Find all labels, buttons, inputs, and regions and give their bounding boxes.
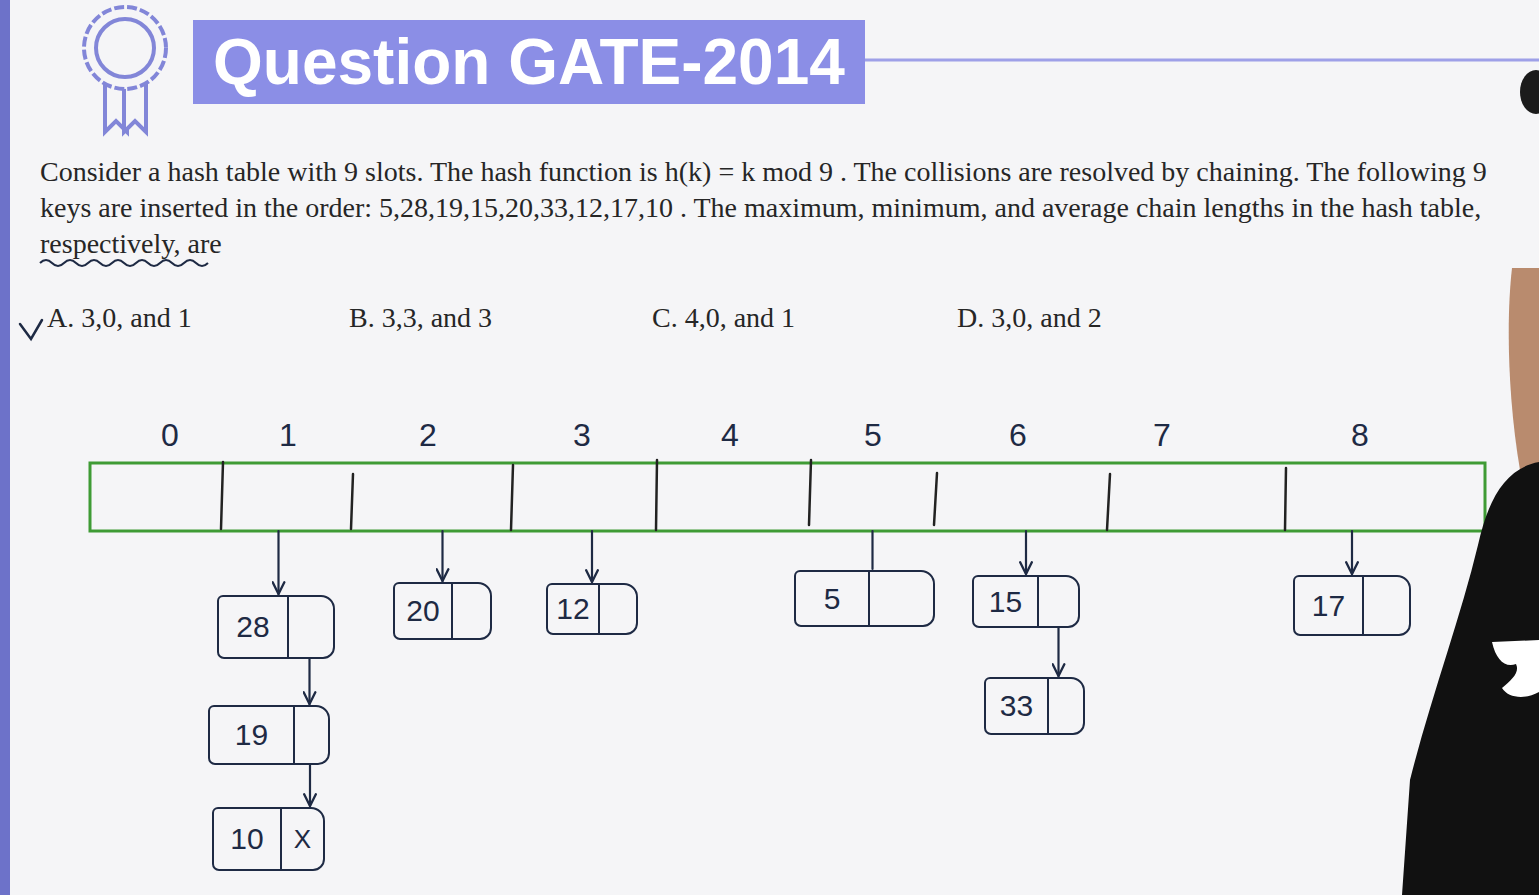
answer-option: B. 3,3, and 3	[349, 302, 492, 333]
hash-slot: 2	[352, 463, 512, 531]
pointer-field	[295, 707, 328, 763]
hash-slot: 5	[810, 463, 935, 531]
hash-slot: 6	[935, 463, 1108, 531]
key-value: 5	[824, 582, 841, 616]
hash-table-frame	[90, 463, 1485, 531]
chain-pointer	[1351, 531, 1353, 574]
key-value: 20	[406, 594, 439, 628]
pointer-field	[1039, 577, 1078, 626]
slot-index: 5	[864, 417, 882, 453]
tick-mark	[20, 320, 42, 339]
key-value: 15	[989, 585, 1022, 619]
key-field: 33	[986, 679, 1049, 733]
edge-bar	[0, 0, 10, 895]
answer-option-box: C. 4,0, and 1	[652, 300, 795, 336]
chain-node: 33	[984, 677, 1085, 735]
pointer-field	[600, 585, 636, 633]
answer-option-box: A. 3,0, and 1	[47, 300, 192, 336]
key-field: 20	[395, 584, 453, 638]
answer-option: D. 3,0, and 2	[957, 302, 1102, 333]
pointer-field: X	[282, 809, 323, 869]
key-value: 28	[236, 610, 269, 644]
chain-pointer	[591, 531, 593, 582]
slot-index: 1	[279, 417, 297, 453]
pointer-field	[1049, 679, 1083, 733]
hash-slot: 0	[90, 463, 222, 531]
title-rule	[865, 59, 1539, 62]
answer-option-box: B. 3,3, and 3	[349, 300, 492, 336]
slot-index: 4	[721, 417, 739, 453]
answer-option: C. 4,0, and 1	[652, 302, 795, 333]
chain-node: 15	[972, 575, 1080, 628]
hash-slot: 4	[656, 463, 810, 531]
key-field: 10	[214, 809, 282, 869]
slot-index: 3	[573, 417, 591, 453]
null-pointer: X	[294, 822, 311, 856]
key-field: 17	[1295, 577, 1364, 634]
hash-slot: 8	[1285, 463, 1485, 531]
hash-slot: 1	[222, 463, 352, 531]
question-text-box: Consider a hash table with 9 slots. The …	[40, 154, 1502, 262]
chain-node: 17	[1293, 575, 1411, 636]
key-value: 33	[1000, 689, 1033, 723]
key-value: 17	[1312, 589, 1345, 623]
chain-node: 5	[794, 570, 935, 627]
chain-pointer	[1025, 531, 1027, 574]
pointer-field	[289, 597, 333, 657]
slide-title: Question GATE-2014	[213, 26, 845, 98]
chain-node: 19	[208, 705, 330, 765]
key-value: 10	[230, 822, 263, 856]
hash-slot: 3	[512, 463, 656, 531]
question-text: Consider a hash table with 9 slots. The …	[40, 156, 1487, 259]
key-field: 12	[548, 585, 600, 633]
slot-dividers	[221, 460, 1286, 530]
chain-node: 20	[393, 582, 492, 640]
badge-icon	[84, 7, 166, 132]
title-bar: Question GATE-2014	[193, 20, 865, 104]
slot-index: 6	[1009, 417, 1027, 453]
answer-option-box: D. 3,0, and 2	[957, 300, 1102, 336]
slot-index: 8	[1351, 417, 1369, 453]
chain-pointer	[441, 531, 443, 581]
key-value: 19	[235, 718, 268, 752]
key-field: 15	[974, 577, 1039, 626]
answer-option: A. 3,0, and 1	[47, 302, 192, 333]
chain-node: 12	[546, 583, 638, 635]
key-value: 12	[556, 592, 589, 626]
underline-squiggle	[40, 260, 208, 266]
chain-pointer	[277, 531, 279, 594]
pointer-field	[453, 584, 490, 638]
chain-node: 28	[217, 595, 335, 659]
pointer-field	[870, 572, 933, 625]
chain-pointer	[1057, 628, 1059, 676]
key-field: 19	[210, 707, 295, 763]
chain-pointer	[308, 659, 310, 704]
slot-index: 2	[419, 417, 437, 453]
key-field: 28	[219, 597, 289, 657]
chain-pointer	[309, 765, 311, 806]
pointer-field	[1364, 577, 1409, 634]
key-field: 5	[796, 572, 870, 625]
slot-index: 0	[161, 417, 179, 453]
chain-node: 10 X	[212, 807, 325, 871]
hash-slot: 7	[1108, 463, 1285, 531]
slot-index: 7	[1153, 417, 1171, 453]
chain-pointer	[871, 531, 873, 569]
